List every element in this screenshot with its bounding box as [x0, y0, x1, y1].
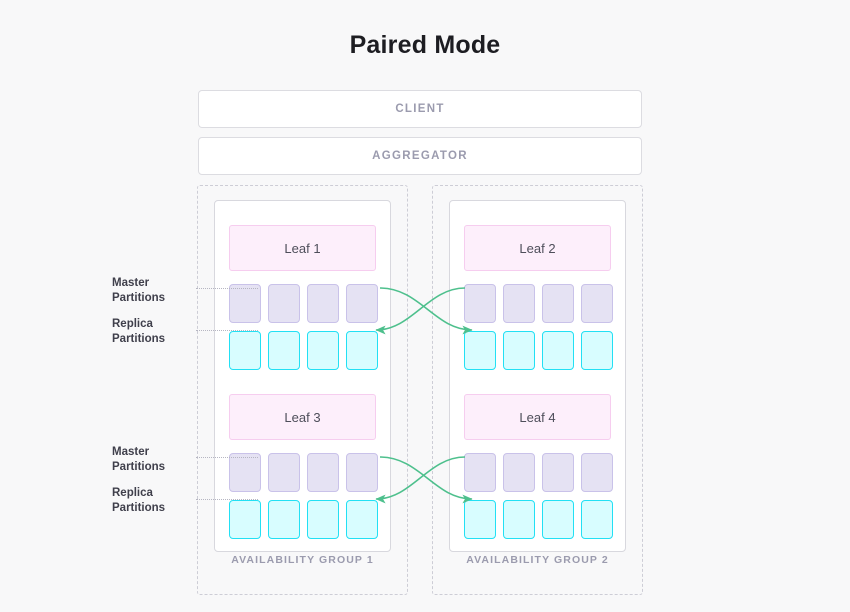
annotation-master-top-line1: Master: [112, 277, 150, 289]
client-label: CLIENT: [395, 103, 445, 115]
leader-line-master-bottom: [196, 457, 258, 458]
leaf-3-box[interactable]: Leaf 3: [229, 394, 376, 440]
annotation-master-partitions-bottom: Master Partitions: [112, 445, 204, 475]
leaf-1-box[interactable]: Leaf 1: [229, 225, 376, 271]
leaf-2-replica-partition-3[interactable]: [542, 331, 574, 370]
leaf-2-label: Leaf 2: [519, 240, 556, 256]
leaf-2-replica-partition-1[interactable]: [464, 331, 496, 370]
leaf-4-master-partition-1[interactable]: [464, 453, 496, 492]
leaf-4-replica-partition-4[interactable]: [581, 500, 613, 539]
leaf-2-master-partition-3[interactable]: [542, 284, 574, 323]
availability-group-2[interactable]: Leaf 2 Leaf 4 AVAILABILITY GROUP 2: [432, 185, 643, 595]
leaf-4-replica-partition-3[interactable]: [542, 500, 574, 539]
annotation-replica-bottom-line2: Partitions: [112, 502, 166, 514]
leaf-4-master-partition-2[interactable]: [503, 453, 535, 492]
leaf-4-master-partition-3[interactable]: [542, 453, 574, 492]
leaf-2-master-partition-4[interactable]: [581, 284, 613, 323]
leaf-4-box[interactable]: Leaf 4: [464, 394, 611, 440]
availability-group-2-label: AVAILABILITY GROUP 2: [466, 554, 609, 566]
leaf-2-master-partition-2[interactable]: [503, 284, 535, 323]
leader-line-replica-top: [196, 330, 258, 331]
leaf-2-replica-partition-2[interactable]: [503, 331, 535, 370]
leaf-1-master-partition-2[interactable]: [268, 284, 300, 323]
leaf-4-master-partition-4[interactable]: [581, 453, 613, 492]
annotation-master-bottom-line2: Partitions: [112, 461, 166, 473]
annotation-replica-top-line1: Replica: [112, 318, 153, 330]
leaf-node-card-group-1: Leaf 1 Leaf 3: [214, 200, 391, 552]
leaf-1-master-partition-4[interactable]: [346, 284, 378, 323]
leaf-2-replica-partition-4[interactable]: [581, 331, 613, 370]
page-title: Paired Mode: [349, 31, 501, 59]
leaf-1-master-partition-1[interactable]: [229, 284, 261, 323]
annotation-replica-top-line2: Partitions: [112, 333, 166, 345]
availability-group-1[interactable]: Leaf 1 Leaf 3 AVAILABILITY GROUP 1: [197, 185, 408, 595]
leaf-1-replica-partition-2[interactable]: [268, 331, 300, 370]
leaf-3-master-partition-1[interactable]: [229, 453, 261, 492]
aggregator-label: AGGREGATOR: [372, 150, 468, 162]
annotation-replica-partitions-top: Replica Partitions: [112, 317, 204, 347]
leaf-node-card-group-2: Leaf 2 Leaf 4: [449, 200, 626, 552]
aggregator-box[interactable]: AGGREGATOR: [198, 137, 642, 175]
leaf-3-replica-partition-2[interactable]: [268, 500, 300, 539]
leaf-4-replica-partition-2[interactable]: [503, 500, 535, 539]
annotation-master-bottom-line1: Master: [112, 446, 150, 458]
leaf-4-label: Leaf 4: [519, 409, 556, 425]
leaf-1-label: Leaf 1: [284, 240, 321, 256]
leaf-1-master-partition-3[interactable]: [307, 284, 339, 323]
leader-line-replica-bottom: [196, 499, 258, 500]
leaf-3-master-partition-3[interactable]: [307, 453, 339, 492]
leaf-1-replica-partition-1[interactable]: [229, 331, 261, 370]
annotation-replica-bottom-line1: Replica: [112, 487, 153, 499]
leaf-3-label: Leaf 3: [284, 409, 321, 425]
client-box[interactable]: CLIENT: [198, 90, 642, 128]
leaf-3-master-partition-4[interactable]: [346, 453, 378, 492]
annotation-replica-partitions-bottom: Replica Partitions: [112, 486, 204, 516]
annotation-master-partitions-top: Master Partitions: [112, 276, 204, 306]
leaf-1-replica-partition-4[interactable]: [346, 331, 378, 370]
leaf-3-replica-partition-1[interactable]: [229, 500, 261, 539]
leaf-3-replica-partition-3[interactable]: [307, 500, 339, 539]
leaf-3-master-partition-2[interactable]: [268, 453, 300, 492]
annotation-master-top-line2: Partitions: [112, 292, 166, 304]
leaf-2-master-partition-1[interactable]: [464, 284, 496, 323]
leaf-4-replica-partition-1[interactable]: [464, 500, 496, 539]
leader-line-master-top: [196, 288, 258, 289]
leaf-3-replica-partition-4[interactable]: [346, 500, 378, 539]
leaf-2-box[interactable]: Leaf 2: [464, 225, 611, 271]
leaf-1-replica-partition-3[interactable]: [307, 331, 339, 370]
availability-group-1-label: AVAILABILITY GROUP 1: [231, 554, 374, 566]
